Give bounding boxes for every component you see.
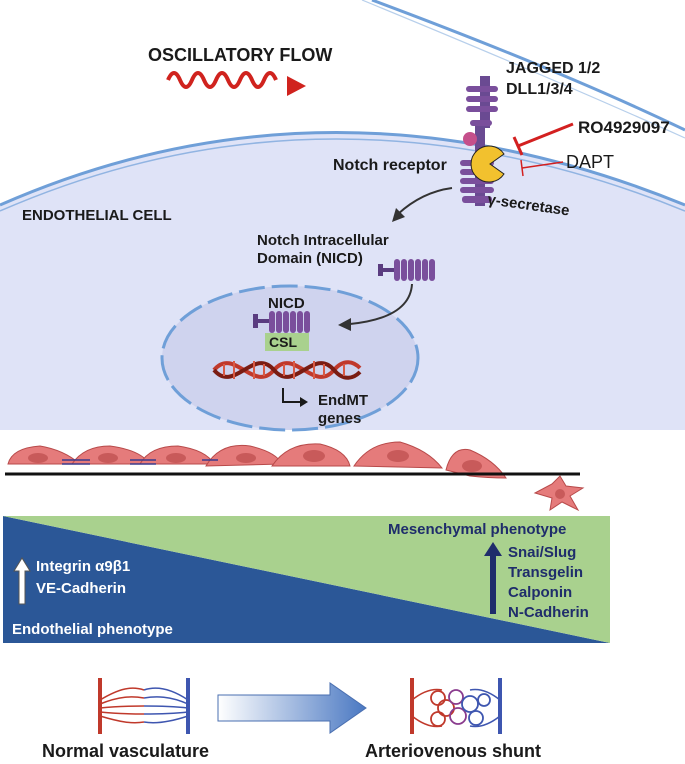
- transcription-arrow: [282, 388, 302, 403]
- neighbor-cell-membrane-inner: [361, 0, 685, 139]
- dapt-label: DAPT: [566, 152, 614, 172]
- translocation-arrow: [349, 283, 413, 325]
- cleavage-arrow: [397, 187, 453, 215]
- n-cadherin-label: N-Cadherin: [508, 604, 589, 621]
- nucleus-nicd-label: NICD: [268, 295, 305, 312]
- oscillatory-flow-wave: [166, 71, 278, 89]
- dapt-inhibition-line: [521, 161, 564, 169]
- endmt-genes-label-1: EndMT: [318, 392, 368, 409]
- endothelial-cell-label: ENDOTHELIAL CELL: [22, 207, 172, 224]
- flow-arrowhead: [287, 76, 306, 96]
- progression-arrow: [217, 682, 367, 734]
- endmt-genes-label-2: genes: [318, 410, 361, 427]
- transcription-arrowhead: [300, 397, 308, 407]
- csl-label: CSL: [269, 334, 297, 350]
- calponin-label: Calponin: [508, 584, 572, 601]
- nucleus: [162, 286, 418, 430]
- ligand-label-2: DLL1/3/4: [506, 81, 573, 98]
- translocation-arrowhead: [338, 318, 351, 331]
- upregulation-arrow: [13, 557, 31, 605]
- nicd-domain-label-2: Domain (NICD): [257, 250, 363, 267]
- cleavage-arrowhead: [392, 208, 405, 222]
- cell-membrane-inner: [0, 138, 685, 212]
- ro4929097-inhibition-line: [517, 122, 574, 148]
- mesenchymal-upregulation-arrow: [484, 542, 502, 614]
- mesenchymal-phenotype-region: [3, 516, 610, 643]
- endothelial-phenotype-label: Endothelial phenotype: [12, 621, 173, 638]
- integrin-label: Integrin α9β1: [36, 558, 130, 575]
- mesenchymal-phenotype-label: Mesenchymal phenotype: [388, 521, 566, 538]
- cell-transition-row: [7, 441, 585, 512]
- ve-cadherin-label: VE-Cadherin: [36, 580, 126, 597]
- dapt-inhibition-bar: [520, 159, 524, 177]
- arteriovenous-shunt-diagram: [410, 678, 502, 734]
- ro4929097-label: RO4929097: [578, 118, 670, 137]
- nicd-domain-label-1: Notch Intracellular: [257, 232, 389, 249]
- nuclear-envelope: [160, 284, 420, 432]
- normal-vasculature-diagram: [98, 678, 190, 734]
- notch-receptor-label: Notch receptor: [333, 157, 447, 174]
- transgelin-label: Transgelin: [508, 564, 583, 581]
- nuclear-nicd: [253, 311, 310, 333]
- ro4929097-inhibition-bar: [512, 136, 524, 156]
- nicd-fragment: [378, 259, 435, 281]
- arteriovenous-shunt-label: Arteriovenous shunt: [365, 741, 541, 761]
- normal-vasculature-label: Normal vasculature: [42, 741, 209, 761]
- snai-slug-label: Snai/Slug: [508, 544, 576, 561]
- oscillatory-flow-label: OSCILLATORY FLOW: [148, 45, 332, 65]
- ligand-label-1: JAGGED 1/2: [506, 60, 600, 77]
- csl-box: [265, 333, 309, 351]
- cell-membrane: [0, 131, 685, 207]
- ligand-protein: [466, 76, 498, 128]
- neighbor-cell-membrane: [371, 0, 685, 132]
- gamma-secretase: [470, 145, 505, 183]
- dna-helix: [212, 360, 362, 380]
